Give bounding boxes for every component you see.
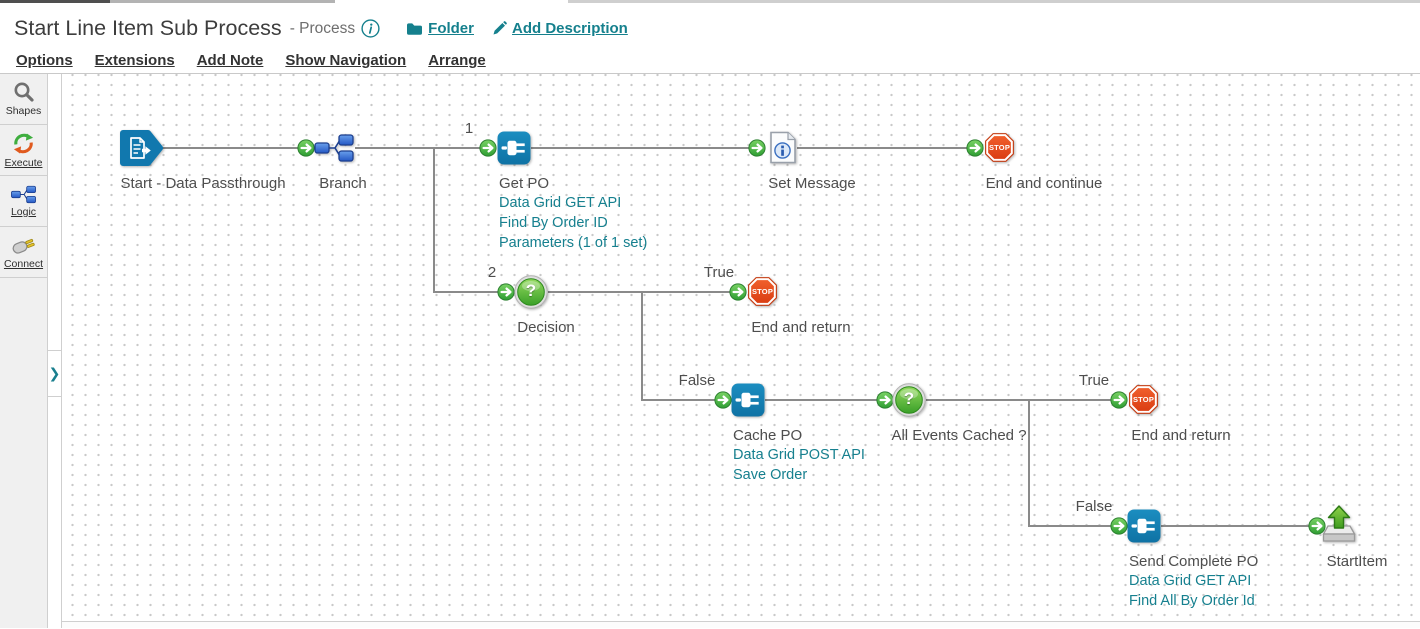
folder-link[interactable]: Folder [406,20,474,37]
connection-arrow-icon[interactable] [1110,391,1128,409]
process-canvas[interactable]: STOP ? STOP ? STOP 1 2 True False True F… [62,74,1420,621]
add-description-link[interactable]: Add Description [492,20,628,37]
node-link-component[interactable]: Data Grid GET API [1129,573,1252,589]
shape-stop-end-return-1[interactable] [747,276,778,307]
decision-true-label: True [1078,372,1110,389]
decision-false-label: False [1075,498,1113,515]
shape-all-events-decision[interactable] [892,383,926,417]
shape-start[interactable] [119,129,163,167]
canvas-bottom-strip [62,621,1420,628]
connector-line [1028,399,1030,527]
connector-line [433,291,498,293]
sidebar-item-connect[interactable]: Connect [0,227,47,278]
node-label-start: Start - Data Passthrough [120,175,286,192]
sidebar-execute-label: Execute [4,156,43,169]
connector-line [531,147,749,149]
node-label-end-return: End and return [1131,427,1231,444]
menu-show-navigation[interactable]: Show Navigation [285,52,407,69]
connector-line [161,147,298,149]
node-label-cache-po: Cache PO [733,427,803,444]
connection-arrow-icon[interactable] [1110,517,1128,535]
node-link-operation[interactable]: Find All By Order Id [1129,593,1255,609]
logic-branch-icon [10,185,37,204]
connection-arrow-icon[interactable] [497,283,515,301]
folder-icon [407,22,423,35]
node-label-send-complete-po: Send Complete PO [1129,553,1259,570]
menu-extensions[interactable]: Extensions [94,52,175,69]
sidebar-item-logic[interactable]: Logic [0,176,47,227]
node-link-operation[interactable]: Find By Order ID [499,215,608,231]
connector-line [548,291,730,293]
chevron-right-icon: ❯ [48,365,61,381]
connect-plug-icon [11,235,36,256]
node-link-component[interactable]: Data Grid POST API [733,447,865,463]
sidebar-connect-label: Connect [3,257,44,270]
branch-path-number: 2 [487,264,497,281]
shape-cache-po-connector[interactable] [731,383,765,417]
connector-line [1161,525,1309,527]
node-label-all-events-cached: All Events Cached ? [891,427,1027,444]
sidebar-item-shapes[interactable]: Shapes [0,74,47,125]
shape-get-po-connector[interactable] [497,131,531,165]
top-hairline [0,0,1420,3]
connector-line [641,291,643,401]
node-link-operation[interactable]: Save Order [733,467,808,483]
connection-arrow-icon[interactable] [729,283,747,301]
connection-arrow-icon[interactable] [714,391,732,409]
connector-line [926,399,1111,401]
search-icon [13,81,35,103]
decision-true-label: True [703,264,735,281]
shape-branch[interactable] [313,133,355,163]
node-label-decision: Decision [517,319,575,336]
menu-arrange[interactable]: Arrange [428,52,486,69]
shapes-sidebar: Shapes Execute Logic Connect [0,74,48,628]
menu-add-note[interactable]: Add Note [196,52,264,69]
shape-decision[interactable] [514,275,548,309]
decision-false-label: False [678,372,716,389]
connector-line [765,399,877,401]
panel-expander-rail: ❯ [48,74,62,628]
node-label-end-return: End and return [751,319,851,336]
shape-stop-end-return-2[interactable] [1128,384,1159,415]
connector-line [433,147,435,293]
connection-arrow-icon[interactable] [748,139,766,157]
connector-line [355,147,480,149]
connector-line [797,147,967,149]
add-description-link-label: Add Description [512,20,628,37]
branch-path-number: 1 [464,120,474,137]
node-link-component[interactable]: Data Grid GET API [499,195,622,211]
connection-arrow-icon[interactable] [966,139,984,157]
process-header: Start Line Item Sub Process - Process Fo… [0,3,1420,48]
page-title: Start Line Item Sub Process [14,16,282,40]
shape-set-message[interactable] [769,131,797,164]
process-menubar: Options Extensions Add Note Show Navigat… [0,48,1420,74]
connection-arrow-icon[interactable] [479,139,497,157]
expand-panel-button[interactable]: ❯ [48,350,61,397]
folder-link-label: Folder [428,20,474,37]
node-label-get-po: Get PO [499,175,550,192]
process-type-label: - Process [289,19,356,37]
pencil-icon [493,21,507,35]
node-label-start-item: StartItem [1326,553,1388,570]
shape-stop-end-continue[interactable] [984,132,1015,163]
sidebar-shapes-label: Shapes [5,105,42,117]
node-label-branch: Branch [319,175,367,192]
sidebar-logic-label: Logic [10,205,37,218]
menu-options[interactable]: Options [16,52,73,69]
node-label-set-message: Set Message [768,175,856,192]
connector-line [641,399,715,401]
shape-start-item[interactable] [1321,504,1357,546]
execute-icon [12,132,35,155]
info-icon[interactable] [361,19,380,38]
shape-send-complete-po-connector[interactable] [1127,509,1161,543]
sidebar-item-execute[interactable]: Execute [0,125,47,176]
connector-line [1028,525,1111,527]
node-link-parameters[interactable]: Parameters (1 of 1 set) [499,235,648,251]
node-label-end-continue: End and continue [985,175,1103,192]
